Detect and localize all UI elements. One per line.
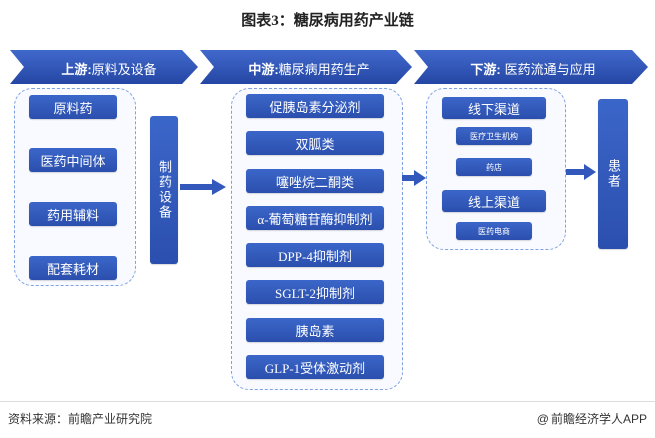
arrow-up-to-mid <box>180 179 226 195</box>
downstream-stage-label: 下游:医药流通与应用 <box>428 50 638 86</box>
upstream-item-intermediate: 医药中间体 <box>29 148 117 172</box>
midstream-stage-label: 中游:糖尿病用药生产 <box>214 50 404 86</box>
brand-name: 前瞻经济学人APP <box>550 412 647 426</box>
mid-item-insulin: 胰岛素 <box>246 318 384 342</box>
upstream-item-excipient: 药用辅料 <box>29 202 117 226</box>
arrow-down-to-patient <box>566 164 596 180</box>
mid-item-agi: α-葡萄糖苷酶抑制剂 <box>246 206 384 230</box>
upstream-item-consumables: 配套耗材 <box>29 256 117 280</box>
footer-divider <box>0 401 655 402</box>
online-channel-box: 线上渠道 <box>442 190 546 212</box>
patient-label: 患者 <box>606 159 621 189</box>
mid-item-secretagogue: 促胰岛素分泌剂 <box>246 94 384 118</box>
upstream-item-raw-material: 原料药 <box>29 95 117 119</box>
source-note: 资料来源：前瞻产业研究院 <box>8 412 153 426</box>
at-sign-icon: @ <box>536 412 549 426</box>
upstream-stage-head: 上游: <box>61 61 92 77</box>
brand-credit: @前瞻经济学人APP <box>537 410 647 427</box>
upstream-stage-label: 上游:原料及设备 <box>24 50 194 86</box>
stage-ribbons <box>10 50 648 84</box>
offline-sub-pharmacy: 药店 <box>456 158 532 176</box>
downstream-stage-body: 医药流通与应用 <box>504 61 596 77</box>
downstream-stage-head: 下游: <box>470 61 501 77</box>
mid-item-dpp4: DPP-4抑制剂 <box>246 243 384 267</box>
offline-sub-medical-institution: 医疗卫生机构 <box>456 127 532 145</box>
midstream-stage-body: 糖尿病用药生产 <box>278 61 370 77</box>
midstream-ribbon <box>200 50 412 84</box>
midstream-stage-head: 中游: <box>248 61 279 77</box>
patient-box: 患者 <box>598 99 628 249</box>
downstream-ribbon <box>414 50 648 84</box>
arrow-mid-to-down <box>402 170 426 186</box>
upstream-ribbon <box>10 50 198 84</box>
offline-channel-box: 线下渠道 <box>442 97 546 119</box>
upstream-stage-body: 原料及设备 <box>91 61 157 77</box>
upstream-group <box>14 88 136 286</box>
mid-item-biguanide: 双胍类 <box>246 131 384 155</box>
mid-item-glp1: GLP-1受体激动剂 <box>246 355 384 379</box>
chart-title: 图表3：糖尿病用药产业链 <box>241 13 414 29</box>
mid-item-sglt2: SGLT-2抑制剂 <box>246 280 384 304</box>
equipment-label: 制药设备 <box>157 160 172 220</box>
equipment-box: 制药设备 <box>150 116 178 264</box>
online-sub-ecommerce: 医药电商 <box>456 222 532 240</box>
mid-item-tzd: 噻唑烷二酮类 <box>246 169 384 193</box>
